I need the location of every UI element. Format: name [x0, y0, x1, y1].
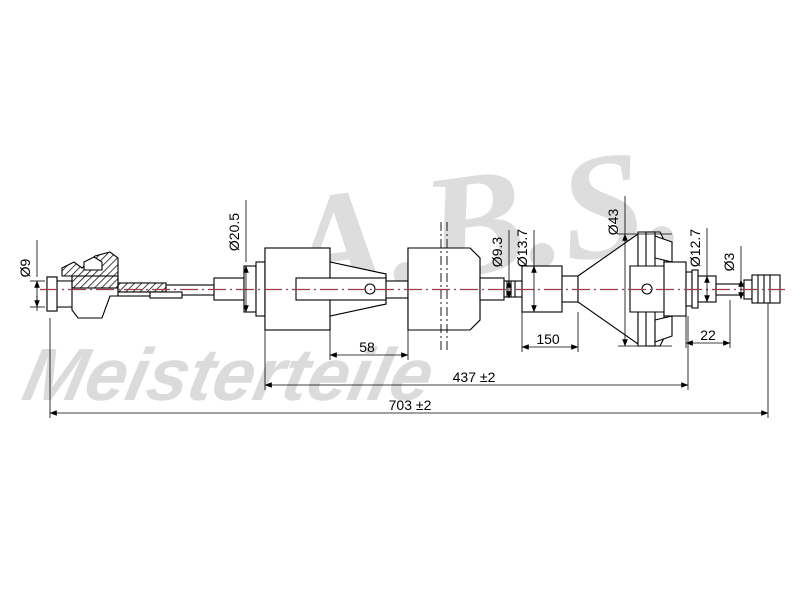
watermark-brand: Meisterteile — [17, 333, 442, 416]
label-diameter-13-7: Ø13.7 — [514, 229, 530, 267]
label-length-703: 703 ±2 — [389, 397, 432, 413]
label-diameter-3: Ø3 — [721, 252, 737, 271]
label-diameter-43: Ø43 — [605, 209, 621, 236]
diameter-leaders — [30, 196, 744, 347]
length-label-group: 58 150 22 437 ±2 703 ±2 — [359, 327, 716, 413]
label-diameter-9: Ø9 — [17, 258, 33, 277]
label-length-58: 58 — [359, 339, 375, 355]
linear-dimension-lines — [49, 300, 769, 418]
label-diameter-20-5: Ø20.5 — [226, 213, 242, 251]
label-length-437: 437 ±2 — [453, 369, 496, 385]
label-diameter-12-7: Ø12.7 — [687, 229, 703, 267]
left-end-fitting — [46, 251, 119, 319]
label-diameter-9-3: Ø9.3 — [489, 237, 505, 268]
diameter-label-group: Ø9 Ø20.5 Ø9.3 Ø13.7 Ø43 Ø12.7 Ø3 — [17, 209, 737, 278]
cable-strand-left — [117, 282, 215, 299]
body-centermarks — [440, 222, 448, 352]
label-length-150: 150 — [536, 331, 560, 347]
watermark-brand-text: Meisterteile — [17, 333, 442, 416]
label-length-22: 22 — [700, 327, 716, 343]
